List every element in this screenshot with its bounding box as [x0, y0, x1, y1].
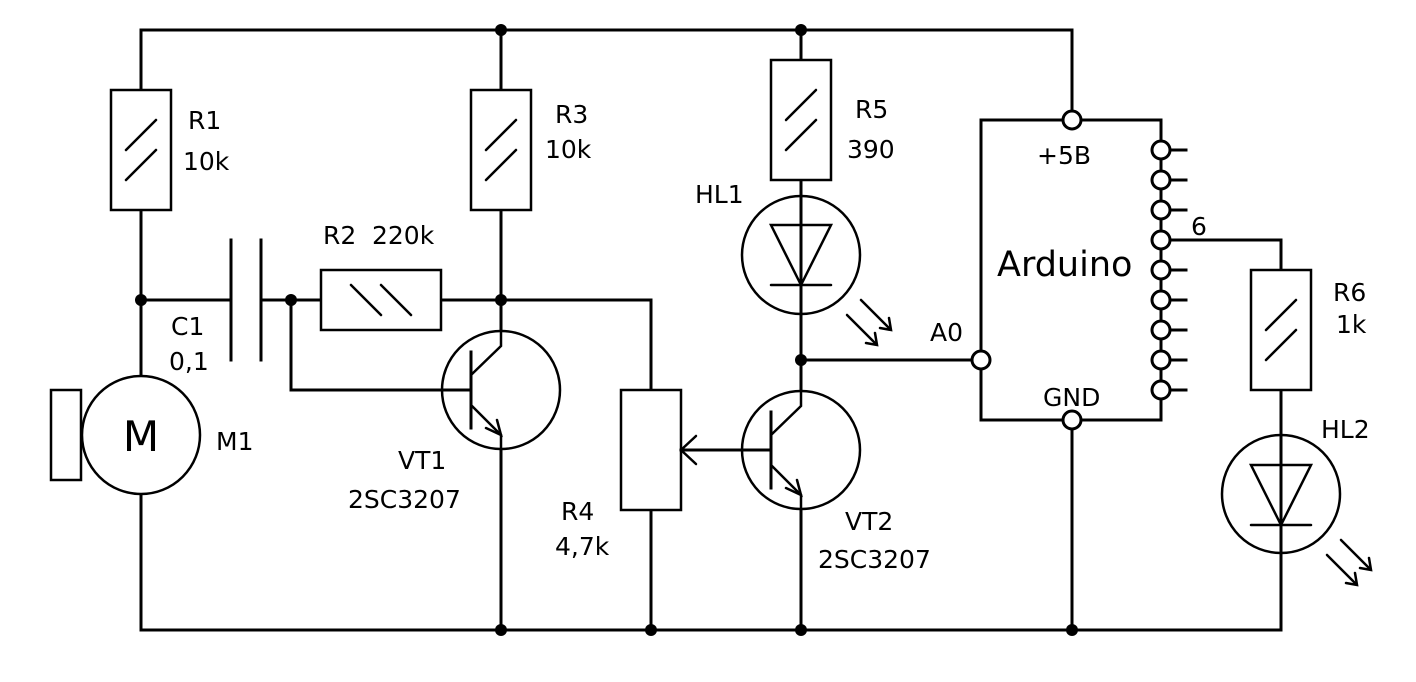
- pin-gnd[interactable]: [1061, 409, 1083, 431]
- junction-dot-icon: [795, 24, 807, 36]
- digital-pin[interactable]: [1150, 379, 1172, 401]
- wire-ground-rail: [139, 518, 1283, 632]
- pin-gnd-label: GND: [1043, 383, 1100, 412]
- r1-ref: R1: [188, 106, 221, 135]
- digital-pin[interactable]: [1150, 169, 1172, 191]
- r1-value: 10k: [183, 147, 230, 176]
- hl1-ref: HL1: [695, 180, 744, 209]
- resistor-r2[interactable]: R2 220k: [319, 221, 443, 332]
- led-hl2[interactable]: HL2: [1220, 415, 1373, 587]
- junction-dot-icon: [645, 624, 657, 636]
- resistor-r6[interactable]: R6 1k: [1249, 268, 1367, 392]
- junction-dot-icon: [285, 294, 297, 306]
- pin-5v-label: +5B: [1037, 141, 1091, 170]
- r6-value: 1k: [1336, 310, 1367, 339]
- digital-pin[interactable]: [1150, 199, 1172, 221]
- junction-dot-icon: [795, 354, 807, 366]
- capacitor-c1[interactable]: C1 0,1: [169, 238, 263, 376]
- r5-value: 390: [847, 135, 895, 164]
- junction-dot-icon: [1066, 624, 1078, 636]
- c1-value: 0,1: [169, 347, 209, 376]
- transistor-vt2[interactable]: VT2 2SC3207: [739, 388, 931, 574]
- resistor-r3[interactable]: R3 10k: [469, 88, 592, 212]
- r2-value: 220k: [372, 221, 435, 250]
- junction-dot-icon: [795, 624, 807, 636]
- resistor-r1[interactable]: R1 10k: [109, 88, 230, 212]
- light-arrow: [859, 298, 891, 330]
- vt1-part: 2SC3207: [348, 485, 461, 514]
- wire-vcc-rail: [139, 28, 1074, 112]
- r3-ref: R3: [555, 100, 588, 129]
- resistor-icon: [319, 268, 443, 332]
- junction-dot-icon: [495, 294, 507, 306]
- resistor-r5[interactable]: R5 390: [769, 58, 895, 182]
- light-arrow: [1339, 538, 1371, 570]
- r2-ref: R2: [323, 221, 356, 250]
- digital-pin[interactable]: [1150, 139, 1172, 161]
- vt1-ref: VT1: [398, 446, 446, 475]
- potentiometer-icon: [619, 388, 683, 512]
- microphone-icon: [49, 388, 83, 482]
- m1-ref: M1: [216, 427, 253, 456]
- r3-value: 10k: [545, 135, 592, 164]
- wire-collector-r4: [499, 298, 653, 392]
- hl2-ref: HL2: [1321, 415, 1370, 444]
- digital-pin-header: [1150, 139, 1188, 401]
- digital-pin[interactable]: [1150, 259, 1172, 281]
- r4-ref: R4: [561, 497, 594, 526]
- resistor-icon: [109, 88, 173, 212]
- digital-pin[interactable]: [1150, 319, 1172, 341]
- pin-a0[interactable]: [970, 349, 992, 371]
- arduino-board[interactable]: Arduino +5B GND A0 6: [930, 109, 1207, 431]
- light-arrow: [1325, 553, 1357, 585]
- led-hl1[interactable]: HL1: [695, 180, 893, 347]
- potentiometer-r4[interactable]: R4 4,7k: [555, 388, 743, 561]
- digital-pin[interactable]: [1150, 349, 1172, 371]
- pin-6-label: 6: [1191, 212, 1207, 241]
- pin-a0-label: A0: [930, 318, 963, 347]
- transistor-vt1[interactable]: VT1 2SC3207: [348, 328, 562, 514]
- arduino-outline: [979, 118, 1163, 422]
- microphone-m1[interactable]: M M1: [49, 374, 253, 496]
- junction-dot-icon: [495, 624, 507, 636]
- wires: [139, 28, 1283, 632]
- junction-dot-icon: [495, 24, 507, 36]
- r4-value: 4,7k: [555, 532, 610, 561]
- wire-pin6-r6: [1170, 238, 1283, 272]
- junction-dot-icon: [135, 294, 147, 306]
- r5-ref: R5: [855, 95, 888, 124]
- r6-ref: R6: [1333, 278, 1366, 307]
- vt2-part: 2SC3207: [818, 545, 931, 574]
- pin-5v[interactable]: [1061, 109, 1083, 131]
- vt2-ref: VT2: [845, 507, 893, 536]
- digital-pin[interactable]: [1150, 289, 1172, 311]
- arduino-name: Arduino: [997, 245, 1132, 285]
- resistor-icon: [769, 58, 833, 182]
- c1-ref: C1: [171, 312, 204, 341]
- m1-symbol: M: [123, 412, 159, 461]
- resistor-icon: [469, 88, 533, 212]
- junctions: [135, 24, 1078, 636]
- wire-vt1-base: [289, 298, 443, 392]
- light-arrow: [845, 313, 877, 345]
- resistor-icon: [1249, 268, 1313, 392]
- pin-6[interactable]: [1150, 229, 1172, 251]
